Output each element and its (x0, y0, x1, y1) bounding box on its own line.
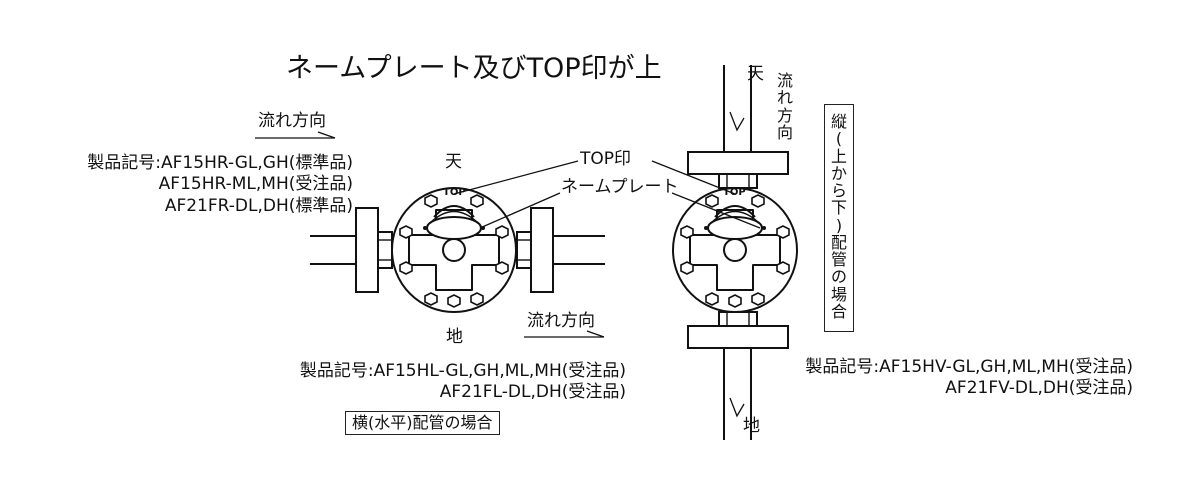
flow-direction-char: 方 (776, 105, 793, 125)
vertical-caption-char: ) (835, 215, 843, 235)
page-title: ネームプレート及びTOP印が上 (286, 53, 662, 84)
vertical-caption-char: ( (835, 129, 843, 149)
vertical-caption-char: ら (830, 181, 847, 201)
product-code-line: AF21FV-DL,DH(受注品) (945, 378, 1133, 399)
product-code-line: 製品記号:AF15HV-GL,GH,ML,MH(受注品) (805, 357, 1133, 377)
horizontal-valve (255, 131, 605, 338)
vertical-caption-box: 縦(上から下)配管の場合 (824, 104, 854, 332)
vertical-caption-char: 縦 (830, 112, 847, 131)
vertical-caption-char: の (830, 267, 847, 287)
product-code-line: 製品記号:AF15HR-GL,GH(標準品) (87, 153, 353, 173)
product-code-line: AF21FR-DL,DH(標準品) (164, 195, 353, 216)
vertical-caption: 縦(上から下)配管の場合 (829, 113, 849, 320)
flow-direction-label-upper: 流れ方向 (258, 111, 326, 131)
product-codes-vertical: 製品記号:AF15HV-GL,GH,ML,MH(受注品) AF21FV-DL,D… (767, 357, 1133, 400)
flow-direction-label-lower: 流れ方向 (527, 311, 595, 331)
product-codes-left: 製品記号:AF15HL-GL,GH,ML,MH(受注品) AF21FL-DL,D… (258, 361, 626, 404)
top-tag-horizontal: TOP (443, 187, 466, 198)
vertical-caption-char: か (830, 163, 847, 183)
nameplate-label: ネームプレート (561, 177, 679, 197)
product-code-line: AF15HR-ML,MH(受注品) (158, 174, 353, 195)
flow-direction-char: れ (776, 88, 793, 108)
horizontal-caption: 横(水平)配管の場合 (345, 411, 500, 435)
product-code-line: AF21FL-DL,DH(受注品) (439, 382, 626, 403)
top-mark-label: TOP印 (580, 149, 632, 169)
vertical-caption-char: 配 (830, 232, 847, 252)
vertical-caption-char: 管 (830, 250, 847, 270)
top-tag-vertical: TOP (723, 187, 746, 198)
chi-label-horizontal: 地 (446, 327, 463, 347)
flow-direction-vertical: 流れ方向 (775, 72, 795, 141)
vertical-caption-char: 合 (830, 301, 847, 321)
flow-direction-char: 向 (776, 122, 793, 142)
product-code-line: 製品記号:AF15HL-GL,GH,ML,MH(受注品) (299, 361, 626, 381)
ten-label-horizontal: 天 (445, 152, 462, 172)
vertical-valve (651, 65, 798, 440)
flow-direction-char: 流 (776, 71, 793, 90)
product-codes-right: 製品記号:AF15HR-GL,GH(標準品) AF15HR-ML,MH(受注品)… (60, 153, 353, 217)
vertical-caption-char: 下 (830, 198, 847, 218)
ten-label-vertical: 天 (747, 64, 764, 84)
vertical-caption-char: 上 (830, 146, 847, 166)
vertical-caption-char: 場 (830, 284, 847, 304)
chi-label-vertical: 地 (743, 416, 760, 436)
